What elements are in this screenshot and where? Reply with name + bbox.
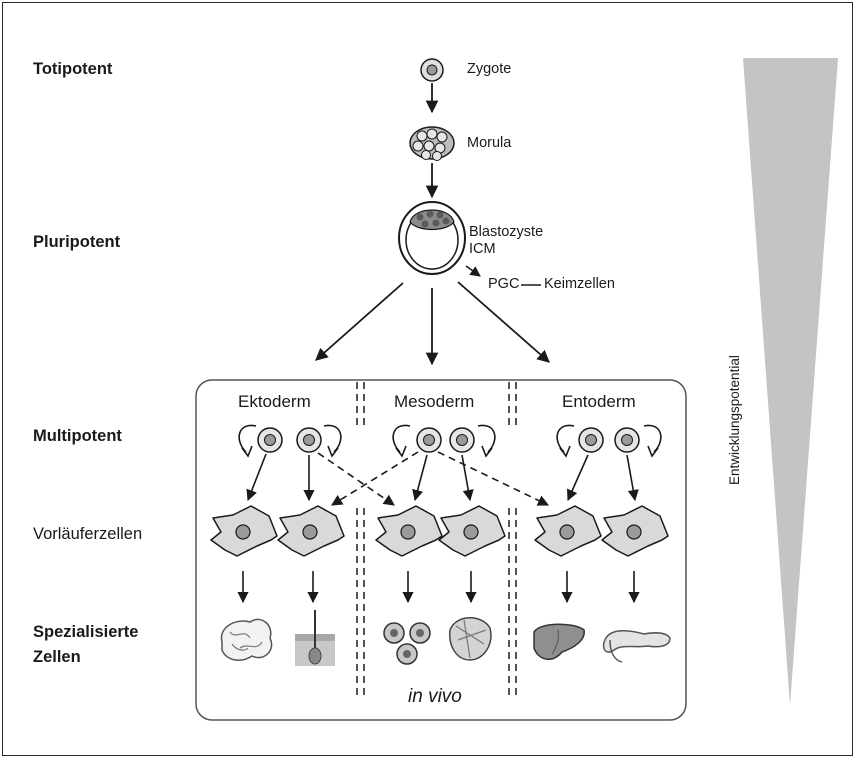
zygote-icon [420, 58, 444, 82]
label-morula: Morula [467, 135, 512, 151]
potential-wedge [743, 58, 838, 705]
label-blastocyst: Blastozyste [469, 224, 544, 240]
muscle-icon [449, 617, 492, 661]
label-endoderm: Entoderm [562, 392, 636, 411]
level-totipotent: Totipotent [33, 60, 113, 78]
in-vivo-box [195, 379, 687, 721]
label-mesoderm: Mesoderm [394, 392, 475, 411]
label-icm: ICM [469, 241, 496, 257]
liver-icon [533, 623, 585, 660]
level-specialized-1: Spezialisierte [33, 623, 139, 641]
level-progenitor: Vorläuferzellen [33, 525, 143, 543]
endoderm-stem-cells [556, 424, 662, 457]
level-specialized-2: Zellen [33, 648, 81, 666]
blood-cells-icon [383, 622, 431, 665]
level-multipotent: Multipotent [33, 427, 122, 445]
ectoderm-stem-cells [238, 424, 342, 457]
morula-icon [409, 126, 455, 161]
label-germ-cells: Keimzellen [544, 276, 615, 292]
label-ectoderm: Ektoderm [238, 392, 311, 411]
progenitor-cells [210, 505, 669, 557]
hair-follicle-icon [295, 610, 335, 666]
brain-icon [220, 618, 273, 662]
mesoderm-stem-cells [392, 424, 496, 457]
label-zygote: Zygote [467, 61, 512, 77]
blastocyst-icon [398, 201, 466, 275]
label-pgc: PGC [488, 276, 520, 292]
potential-axis-label: Entwicklungspotential [727, 355, 742, 485]
level-pluripotent: Pluripotent [33, 233, 121, 251]
label-in-vivo: in vivo [408, 686, 462, 707]
pancreas-icon [602, 630, 671, 663]
